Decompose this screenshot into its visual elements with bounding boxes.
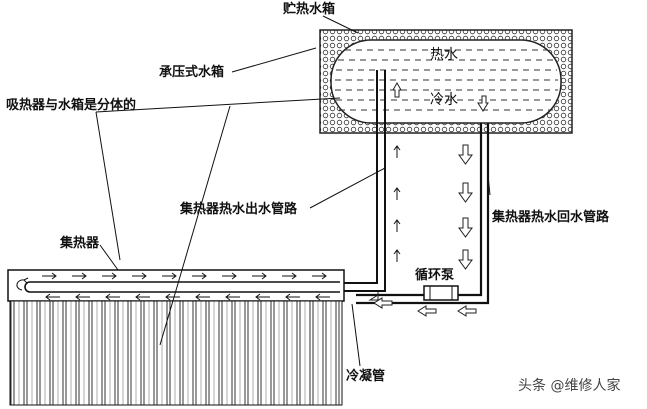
storage-tank-label: 贮热水箱 bbox=[282, 1, 335, 17]
u-turn-arrow-icon bbox=[16, 277, 29, 291]
up-flow-arrows bbox=[393, 145, 401, 262]
circulation-pump: 循环泵 bbox=[415, 267, 459, 301]
collector-label: 集热器 bbox=[59, 235, 100, 251]
hot-return-pipe-label: 集热器热水回水管路 bbox=[491, 209, 610, 225]
down-arrow-icon bbox=[458, 217, 473, 238]
manifold-right-arrows bbox=[42, 272, 327, 280]
left-arrow-icon bbox=[417, 305, 437, 317]
hot-water-label: 热水 bbox=[430, 47, 458, 63]
down-flow-arrows bbox=[458, 144, 473, 270]
tank-inner bbox=[330, 39, 562, 124]
water-dashes bbox=[335, 49, 558, 111]
tank-down-arrow-icon bbox=[477, 95, 489, 112]
vacuum-tubes bbox=[9, 300, 343, 406]
watermark-label: 头条 @维修人家 bbox=[518, 377, 620, 394]
leader-lines bbox=[95, 15, 491, 367]
pump-label: 循环泵 bbox=[415, 267, 454, 283]
storage-tank: 热水 冷水 bbox=[319, 29, 573, 134]
pressure-tank-label: 承压式水箱 bbox=[159, 64, 224, 80]
down-arrow-icon bbox=[458, 249, 473, 270]
separate-note-label: 吸热器与水箱是分体的 bbox=[6, 97, 136, 113]
condenser-pipe-label: 冷凝管 bbox=[346, 368, 385, 384]
hot-return-pipe bbox=[356, 123, 483, 297]
hot-out-pipe-label: 集热器热水出水管路 bbox=[179, 201, 298, 217]
left-arrow-icon bbox=[457, 305, 477, 317]
tank-up-arrow-icon bbox=[392, 81, 402, 98]
manifold-left-arrows bbox=[45, 293, 330, 301]
down-arrow-icon bbox=[458, 182, 473, 203]
solar-collector bbox=[7, 269, 345, 406]
left-arrow-icon bbox=[373, 297, 393, 309]
left-flow-arrows bbox=[368, 292, 477, 317]
cold-water-label: 冷水 bbox=[430, 92, 458, 108]
down-arrow-icon bbox=[458, 144, 473, 165]
